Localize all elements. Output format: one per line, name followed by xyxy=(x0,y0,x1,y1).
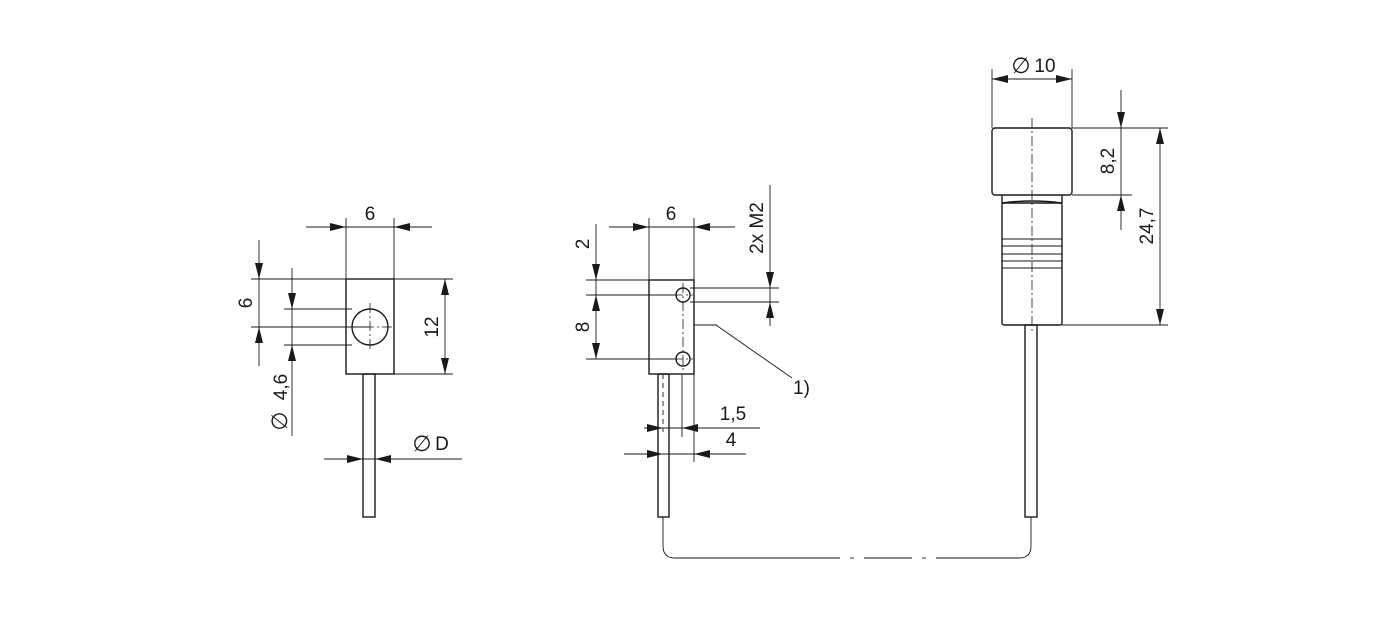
diameter-symbol: ∅ xyxy=(412,432,431,457)
dim-hole-diameter: ∅ 4,6 xyxy=(268,268,352,436)
dim-top-offset-label: 2 xyxy=(573,239,594,250)
dim-width-left: 6 xyxy=(306,204,432,279)
dim-hole-diameter-label: 4,6 xyxy=(271,374,292,400)
dim-thread: 2x M2 xyxy=(690,185,779,326)
dim-cable-diameter-label: D xyxy=(435,434,449,455)
dim-hole-pitch: 8 xyxy=(573,295,676,360)
dim-hole-offset: 6 xyxy=(236,240,370,366)
dim-total-height: 24,7 xyxy=(1062,128,1168,326)
dim-top-offset: 2 xyxy=(573,224,676,296)
dim-offset-4: 4 xyxy=(624,374,746,462)
dim-offset-1-5: 1,5 xyxy=(644,374,760,437)
dim-thread-label: 2x M2 xyxy=(747,202,768,254)
dim-width-left-label: 6 xyxy=(365,204,376,225)
dim-connector-diameter: ∅ 10 xyxy=(991,54,1073,128)
dim-cable-diameter: ∅ D xyxy=(324,432,462,463)
dim-hole-pitch-label: 8 xyxy=(573,322,594,333)
connector-view: ∅ 10 8,2 24,7 xyxy=(991,54,1168,518)
dim-nut-height: 8,2 xyxy=(1072,90,1168,230)
middle-view: 6 2 8 2x M2 1) xyxy=(573,185,810,518)
note-ref-label: 1) xyxy=(793,378,810,399)
dim-height-left-label: 12 xyxy=(422,316,443,337)
cable-link xyxy=(662,517,1032,559)
dim-height-left: 12 xyxy=(394,278,453,375)
dim-width-middle-label: 6 xyxy=(666,204,677,225)
left-view: 6 12 6 ∅ 4,6 xyxy=(236,204,462,518)
dim-nut-height-label: 8,2 xyxy=(1098,148,1119,174)
sensor-body-side xyxy=(648,279,695,375)
diameter-symbol: ∅ xyxy=(268,411,293,430)
dim-width-middle: 6 xyxy=(609,204,735,280)
cable-middle xyxy=(657,373,670,518)
dim-hole-offset-label: 6 xyxy=(236,298,257,309)
dim-total-height-label: 24,7 xyxy=(1137,208,1158,245)
dim-offset-1-5-label: 1,5 xyxy=(720,404,746,425)
note-leader: 1) xyxy=(715,324,810,399)
cable-connector xyxy=(1024,324,1038,518)
dim-connector-diameter-label: 10 xyxy=(1034,56,1055,77)
dim-offset-4-label: 4 xyxy=(726,430,737,451)
diameter-symbol: ∅ xyxy=(1011,54,1030,79)
cable-left xyxy=(362,373,376,518)
